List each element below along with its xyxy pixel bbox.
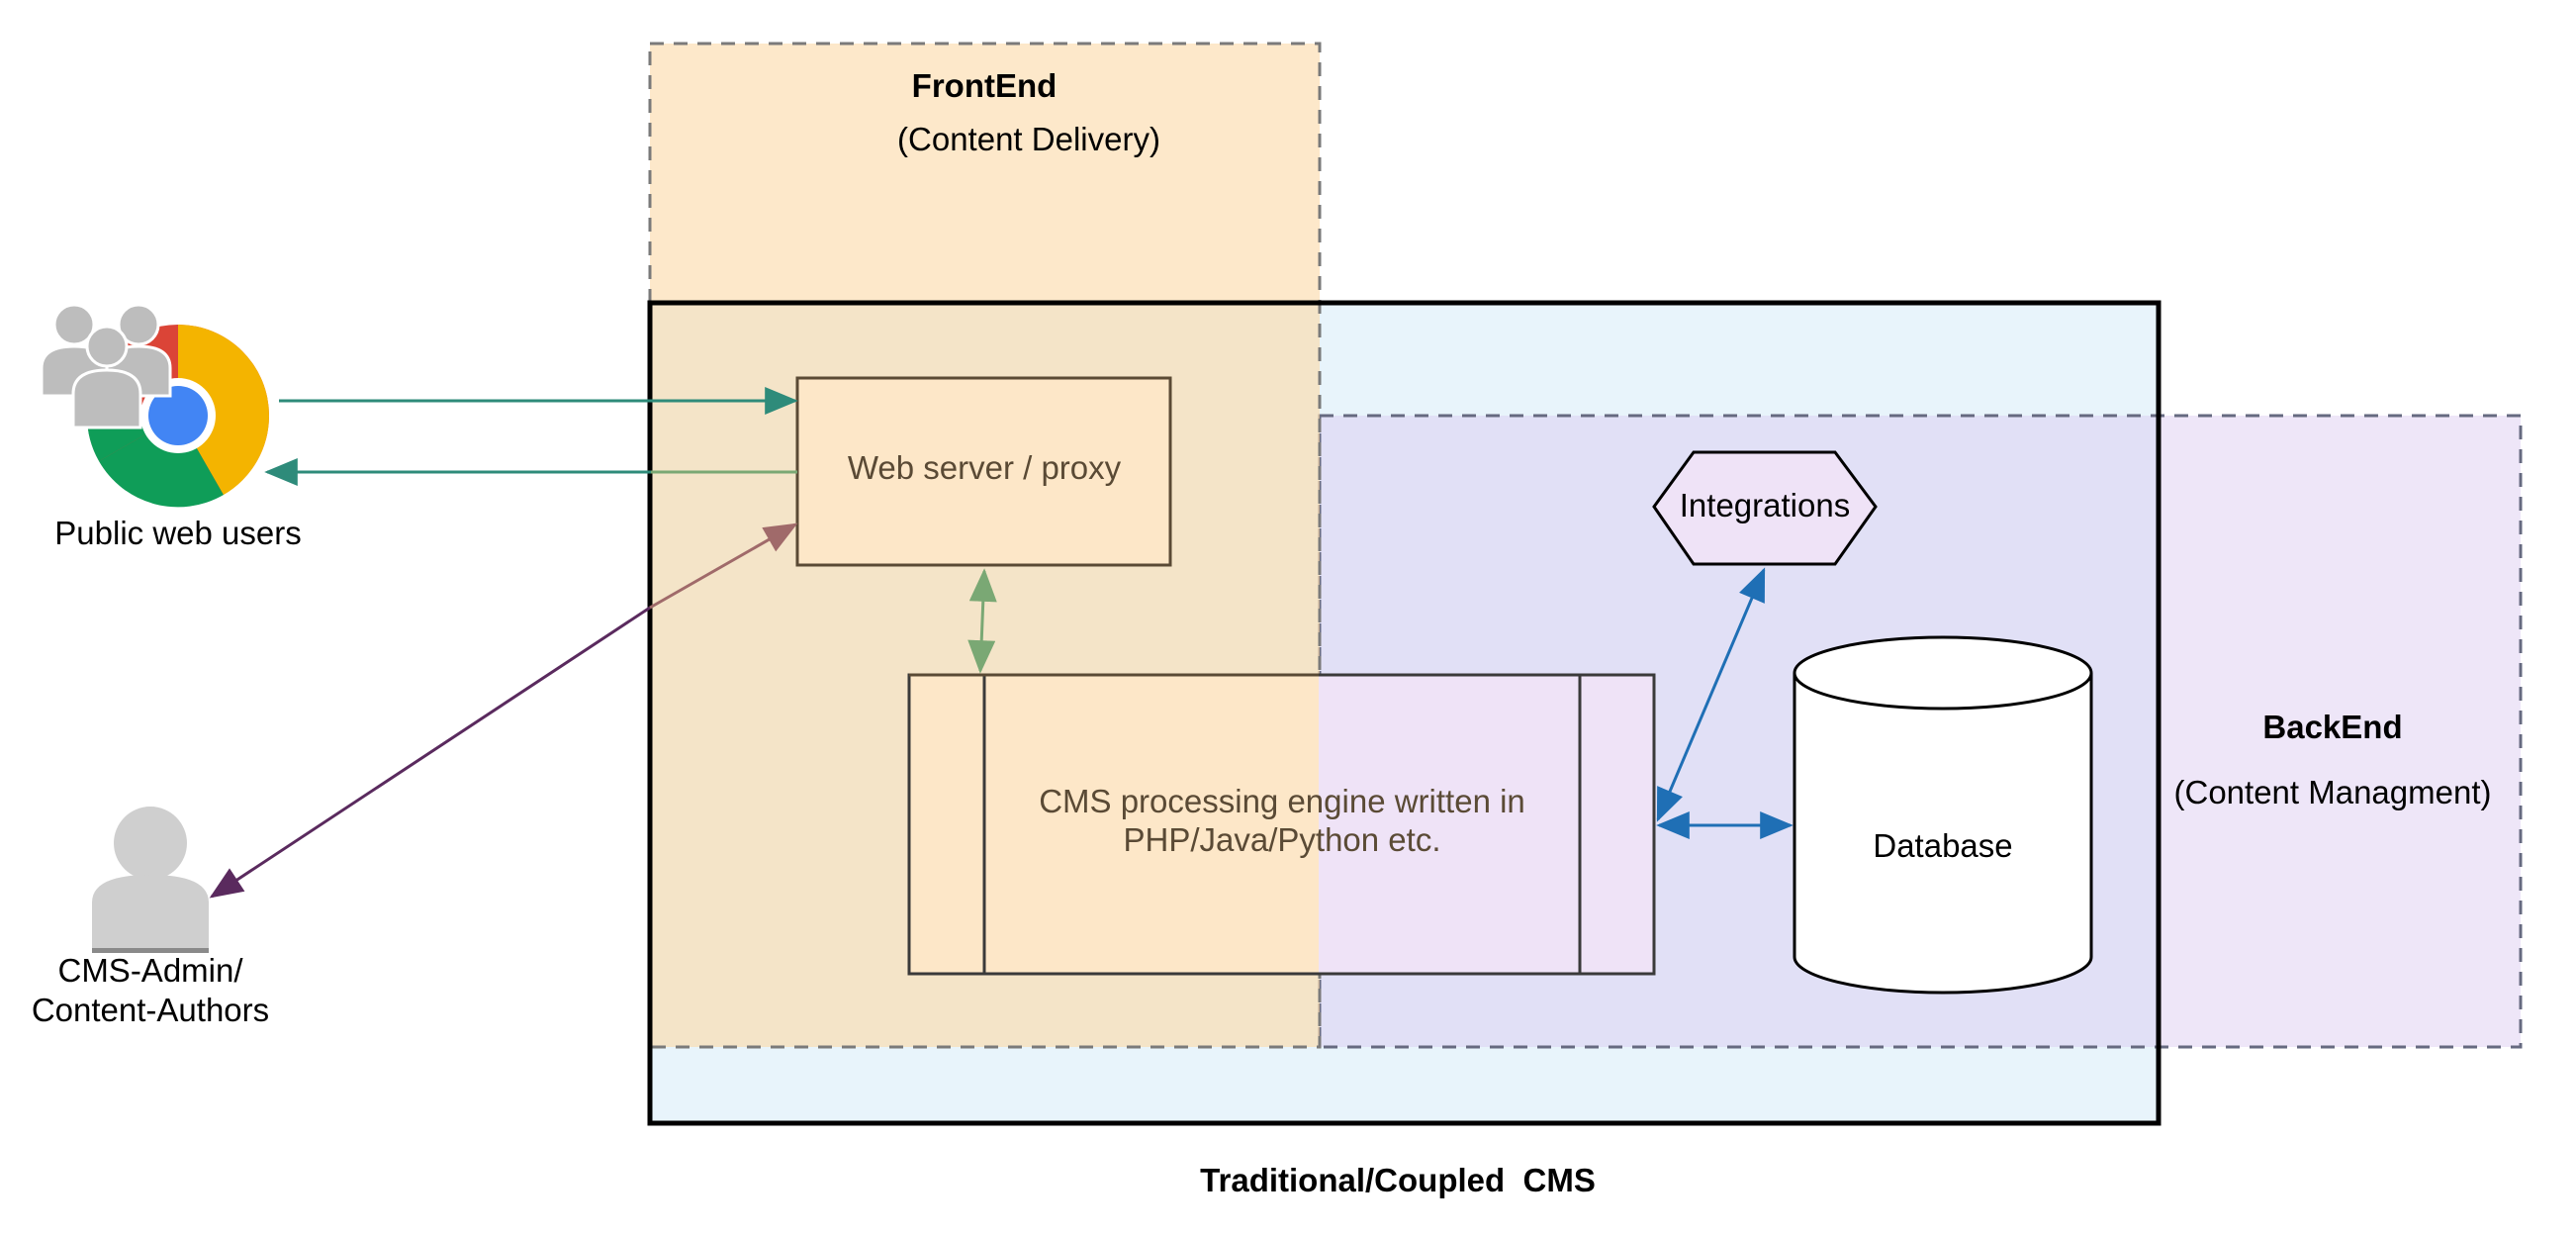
frontend-title: FrontEnd xyxy=(912,67,1058,104)
cms-container-border xyxy=(647,300,2162,1126)
integrations-label: Integrations xyxy=(1680,487,1850,523)
cms-engine-label-line1: CMS processing engine written in xyxy=(1039,783,1525,819)
user-icon xyxy=(92,807,209,953)
webserver-cms-arrow xyxy=(967,568,997,674)
integrations-hexagon xyxy=(1652,450,1878,566)
admin-arrow-upper xyxy=(649,523,798,610)
database-cylinder xyxy=(1793,635,2093,995)
cms-engine-box xyxy=(907,673,1656,976)
web-server-box xyxy=(795,376,1172,567)
frontend-subtitle: (Content Delivery) xyxy=(897,121,1160,157)
admin-arrow xyxy=(209,606,651,899)
users-chrome-icon xyxy=(40,303,270,508)
backend-title: BackEnd xyxy=(2262,709,2402,745)
admin-label-line2: Content-Authors xyxy=(32,992,269,1028)
web-server-label: Web server / proxy xyxy=(848,449,1122,486)
cms-engine-label-line2: PHP/Java/Python etc. xyxy=(1124,821,1441,858)
cms-caption: Traditional/Coupled CMS xyxy=(1200,1162,1596,1198)
cms-integrations-arrow xyxy=(1656,567,1766,822)
admin-label-line1: CMS-Admin/ xyxy=(57,952,243,989)
backend-subtitle: (Content Managment) xyxy=(2174,774,2492,810)
public-users-label: Public web users xyxy=(54,515,301,551)
database-label: Database xyxy=(1873,827,2012,864)
